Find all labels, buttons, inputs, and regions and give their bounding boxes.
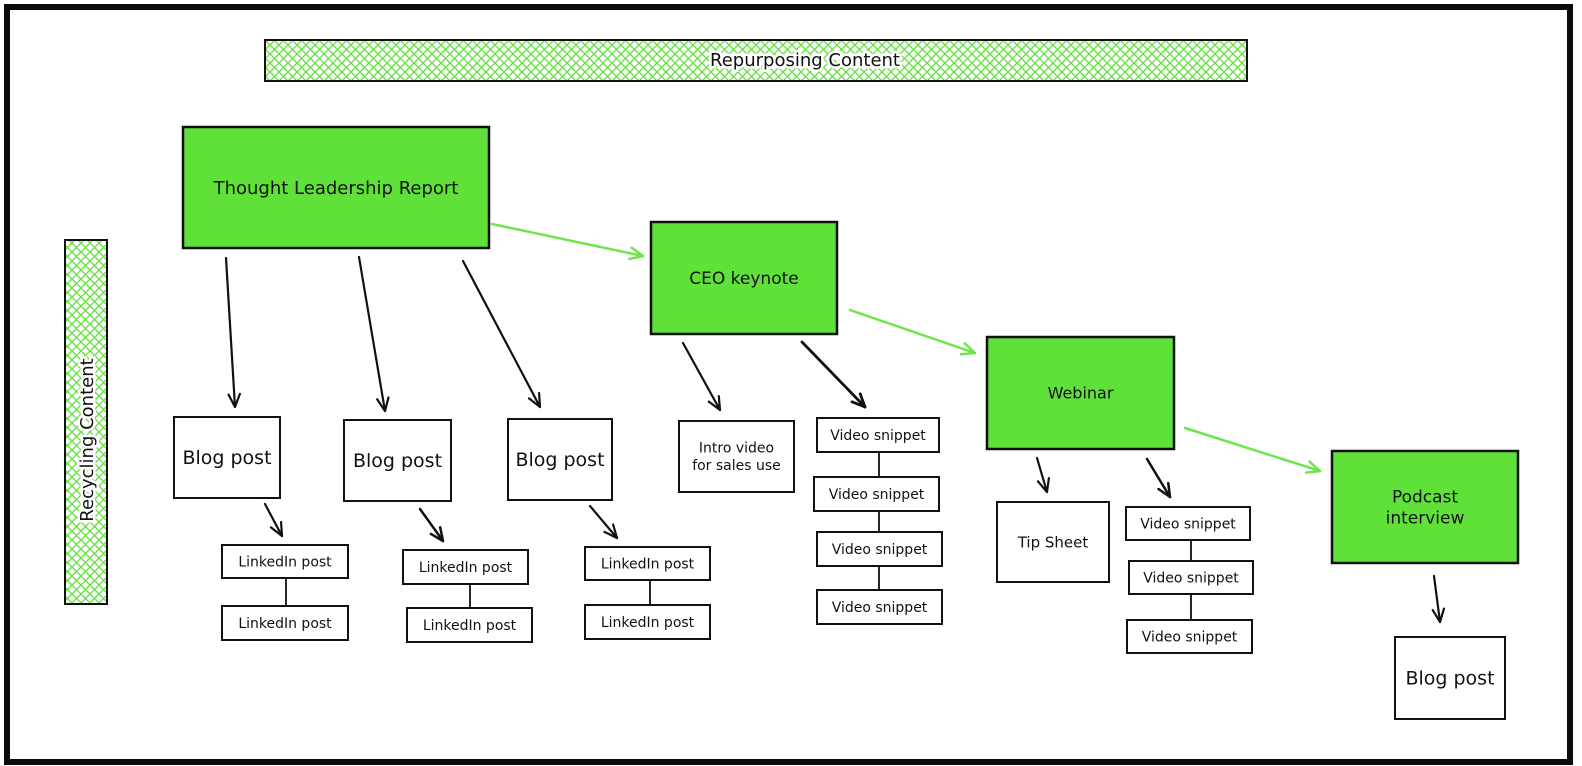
- node-li1-label: LinkedIn post: [238, 554, 332, 570]
- node-vs1-box: [816, 417, 940, 453]
- flow-arrow-ceo-to-webinar: [848, 308, 977, 356]
- node-blog3: Blog post: [507, 418, 613, 501]
- node-intro-label-1: Intro video: [699, 441, 774, 457]
- arrow-webinar-to-tip: [1035, 456, 1050, 494]
- node-vs2: Video snippet: [813, 476, 940, 512]
- node-li2-box: [221, 605, 349, 641]
- node-vs2-box: [813, 476, 940, 512]
- node-vs1: Video snippet: [816, 417, 940, 453]
- node-blog2-box: [343, 419, 452, 502]
- node-ceo: CEO keynote: [649, 220, 839, 336]
- node-li6-box: [584, 604, 711, 640]
- node-vs7-label: Video snippet: [1142, 629, 1238, 645]
- node-webinar-box: [985, 335, 1176, 451]
- node-vs7: Video snippet: [1126, 619, 1253, 654]
- node-report: Thought Leadership Report: [181, 125, 491, 250]
- node-blog1-label: Blog post: [182, 447, 271, 469]
- repurposing-banner: Repurposing Content: [264, 39, 1248, 82]
- arrow-blog3-to-li: [588, 504, 619, 540]
- diagram-frame: [4, 4, 1573, 765]
- node-li5-label: LinkedIn post: [601, 556, 695, 572]
- arrow-ceo-to-intro: [681, 341, 722, 412]
- node-li2-label: LinkedIn post: [238, 616, 332, 632]
- node-vs4: Video snippet: [816, 589, 943, 625]
- node-vs6-label: Video snippet: [1143, 570, 1239, 586]
- node-li2: LinkedIn post: [221, 605, 349, 641]
- node-intro-box: [678, 420, 795, 493]
- node-vs6-box: [1128, 560, 1254, 595]
- recycling-banner-label: Recycling Content: [77, 358, 98, 521]
- node-vs2-label: Video snippet: [829, 487, 925, 503]
- node-tip: Tip Sheet: [996, 501, 1110, 583]
- node-blog1-box: [173, 416, 281, 499]
- node-tip-box: [996, 501, 1110, 583]
- node-webinar-label: Webinar: [1048, 384, 1114, 403]
- node-li1: LinkedIn post: [221, 544, 349, 579]
- arrow-blog1-to-li: [263, 502, 284, 538]
- node-li6: LinkedIn post: [584, 604, 711, 640]
- node-vs4-box: [816, 589, 943, 625]
- node-li4-label: LinkedIn post: [423, 618, 517, 634]
- node-vs4-label: Video snippet: [832, 600, 928, 616]
- node-podcast-label-2: interview: [1386, 509, 1465, 529]
- node-vs6: Video snippet: [1128, 560, 1254, 595]
- arrow-report-to-blog1: [224, 256, 242, 409]
- node-podcast-label-1: Podcast: [1392, 487, 1458, 507]
- node-li4-box: [406, 607, 533, 643]
- repurposing-banner-label: Repurposing Content: [710, 50, 900, 71]
- node-li6-label: LinkedIn post: [601, 615, 695, 631]
- node-blog3-label: Blog post: [515, 449, 604, 471]
- node-vs3: Video snippet: [816, 531, 943, 567]
- node-li5-box: [584, 546, 711, 581]
- arrow-report-to-blog3: [461, 259, 542, 409]
- node-vs1-label: Video snippet: [830, 428, 926, 444]
- node-report-label: Thought Leadership Report: [213, 178, 459, 199]
- node-podcast-box: [1330, 449, 1520, 565]
- node-blog2-label: Blog post: [353, 450, 442, 472]
- node-tip-label: Tip Sheet: [1017, 533, 1089, 551]
- node-blog2: Blog post: [343, 419, 452, 502]
- node-li1-box: [221, 544, 349, 579]
- node-vs3-label: Video snippet: [832, 542, 928, 558]
- node-vs7-box: [1126, 619, 1253, 654]
- arrow-podcast-to-blog: [1431, 574, 1446, 624]
- flow-arrow-webinar-to-podcast: [1183, 426, 1322, 474]
- node-blog1: Blog post: [173, 416, 281, 499]
- recycling-banner: Recycling Content: [64, 239, 108, 605]
- node-blog4-label: Blog post: [1405, 668, 1494, 690]
- node-vs5-label: Video snippet: [1140, 516, 1236, 532]
- arrow-ceo-to-snippets: [800, 340, 867, 409]
- node-vs5: Video snippet: [1125, 506, 1251, 541]
- node-ceo-label: CEO keynote: [689, 269, 798, 289]
- node-vs3-box: [816, 531, 943, 567]
- node-report-box: [181, 125, 491, 250]
- node-li3-box: [402, 549, 529, 585]
- node-blog4: Blog post: [1394, 636, 1506, 720]
- node-blog3-box: [507, 418, 613, 501]
- node-ceo-box: [649, 220, 839, 336]
- connector-layer: [224, 222, 1446, 624]
- arrow-webinar-to-snippets: [1145, 457, 1172, 499]
- arrow-blog2-to-li: [418, 507, 445, 543]
- node-intro-label-2: for sales use: [692, 458, 781, 474]
- flow-arrow-report-to-ceo: [490, 222, 645, 261]
- node-li3-label: LinkedIn post: [419, 560, 513, 576]
- node-li5: LinkedIn post: [584, 546, 711, 581]
- arrow-report-to-blog2: [357, 255, 390, 413]
- node-li4: LinkedIn post: [406, 607, 533, 643]
- node-vs5-box: [1125, 506, 1251, 541]
- node-blog4-box: [1394, 636, 1506, 720]
- node-li3: LinkedIn post: [402, 549, 529, 585]
- node-webinar: Webinar: [985, 335, 1176, 451]
